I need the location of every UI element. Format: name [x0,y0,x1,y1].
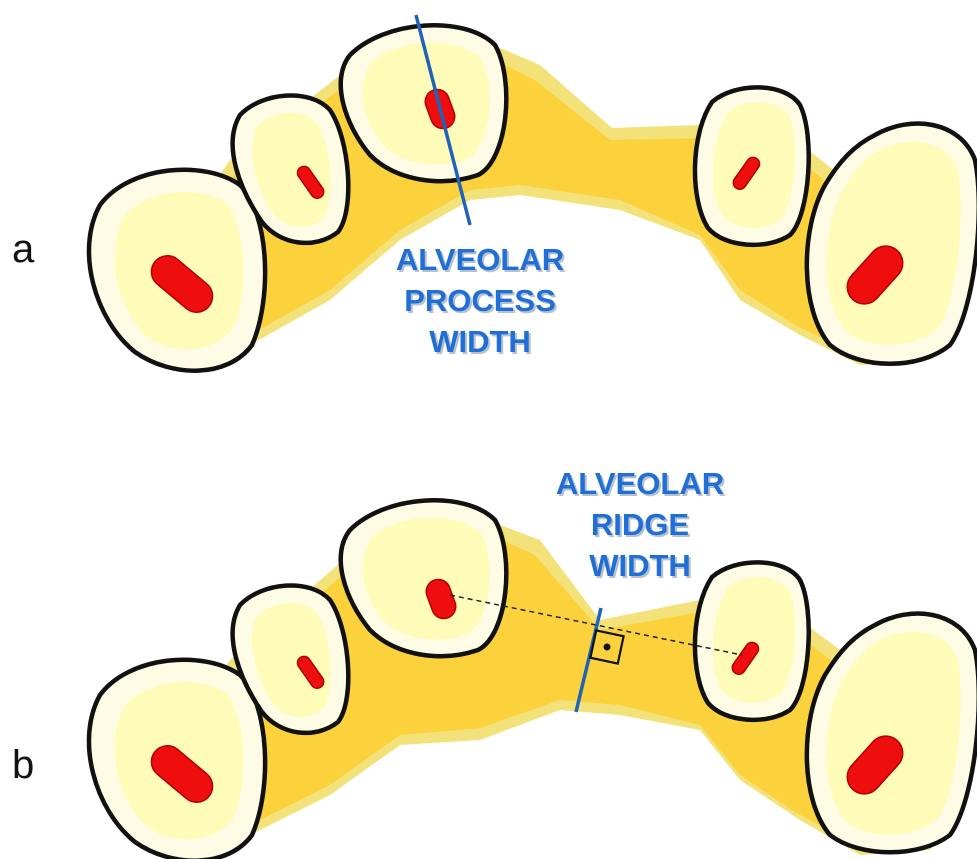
panel-a-tooth-4 [695,87,809,244]
panel-b-annotation-line-1: ALVEOLAR [556,466,724,501]
panel-a-letter: a [12,227,35,271]
panel-b-annotation-line-3: WIDTH [589,548,691,583]
panel-b-letter: b [12,743,34,787]
panel-a-tooth-5 [807,124,977,364]
panel-a-annotation-line-1: ALVEOLAR [396,242,564,277]
panel-b: b [12,466,977,859]
panel-a: a [12,15,977,371]
panel-b-tooth-4 [695,562,809,719]
panel-a-annotation-line-3: WIDTH [429,324,531,359]
panel-b-annotation: ALVEOLAR ALVEOLAR RIDGE RIDGE WIDTH WIDT… [556,466,726,585]
panel-a-tooth-1 [89,170,265,371]
panel-b-tooth-1 [89,660,265,859]
panel-a-annotation: ALVEOLAR ALVEOLAR PROCESS PROCESS WIDTH … [396,242,566,361]
panel-a-annotation-line-2: PROCESS [404,283,556,318]
panel-b-annotation-line-2: RIDGE [591,507,689,542]
